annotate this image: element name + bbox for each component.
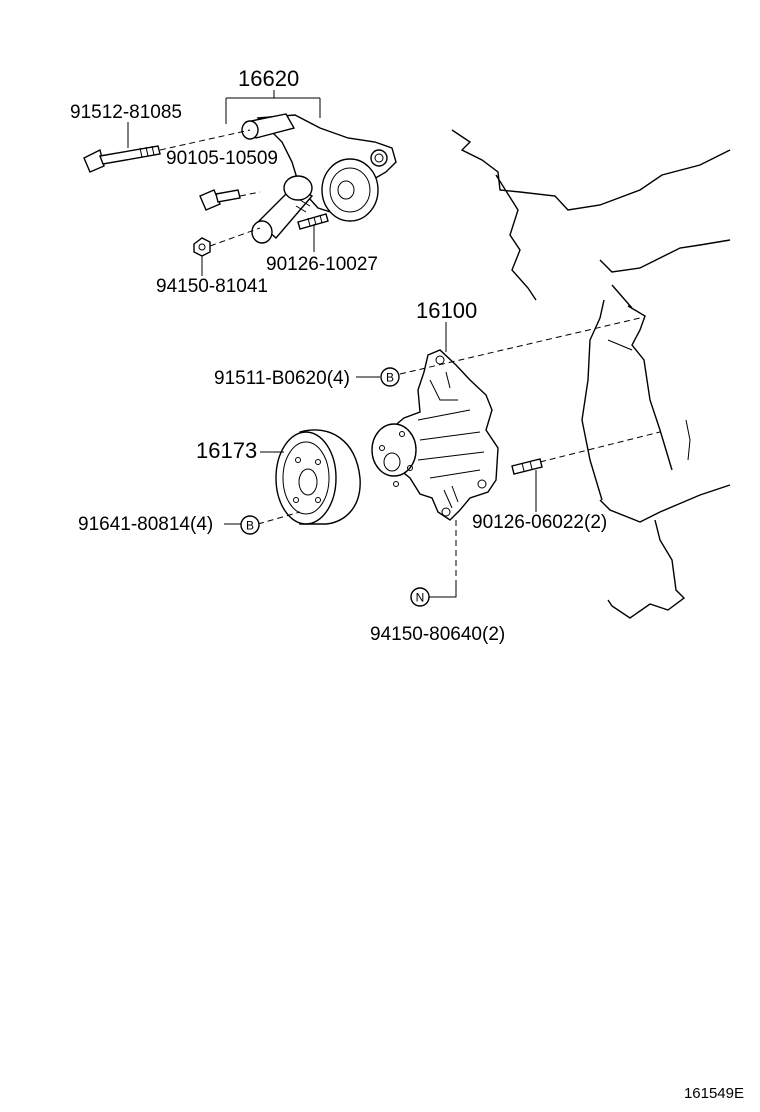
marker-letter: N: [416, 591, 425, 605]
assembly-line: [257, 511, 301, 525]
stud-90126-10027-shape: [297, 213, 329, 230]
assembly-line: [209, 227, 261, 247]
illustration-code: 161549E: [684, 1085, 744, 1102]
bolt-91512-81085-shape: [83, 145, 161, 173]
engine-block-outline: [451, 129, 731, 619]
nut-94150-81041-shape: [193, 237, 211, 257]
assembly-line: [159, 129, 251, 151]
label-nut-tensioner: 94150-81041: [156, 276, 268, 297]
label-bolt-pump: 91511-B0620(4): [214, 368, 350, 389]
label-pulley: 16173: [196, 438, 257, 463]
water-pump: [371, 349, 499, 521]
tensioner-assembly: [241, 113, 397, 244]
assembly-line: [239, 191, 261, 197]
stud-90126-06022-shape: [511, 458, 543, 475]
assembly-line: [539, 431, 661, 463]
marker-letter: B: [246, 519, 254, 533]
marker-letter: B: [386, 371, 394, 385]
marker-b-pump-bolt: B: [380, 367, 400, 387]
leader-line: [429, 584, 457, 598]
label-tensioner-assy: 16620: [238, 66, 299, 91]
label-stud-pump: 90126-06022(2): [472, 512, 607, 533]
label-bolt-pulley: 91641-80814(4): [78, 514, 213, 535]
label-bolt-tensioner-2: 90105-10509: [166, 148, 278, 169]
assembly-line: [399, 317, 641, 375]
pulley-16173: [275, 429, 361, 525]
label-stud-tensioner: 90126-10027: [266, 254, 378, 275]
marker-b-pulley-bolt: B: [240, 515, 260, 535]
bolt-90105-10509-shape: [199, 189, 241, 211]
label-water-pump: 16100: [416, 298, 477, 323]
label-bolt-tensioner: 91512-81085: [70, 102, 182, 123]
marker-n-pump-nut: N: [410, 587, 430, 607]
leader-lines: [127, 90, 537, 525]
label-nut-pump: 94150-80640(2): [370, 624, 505, 645]
